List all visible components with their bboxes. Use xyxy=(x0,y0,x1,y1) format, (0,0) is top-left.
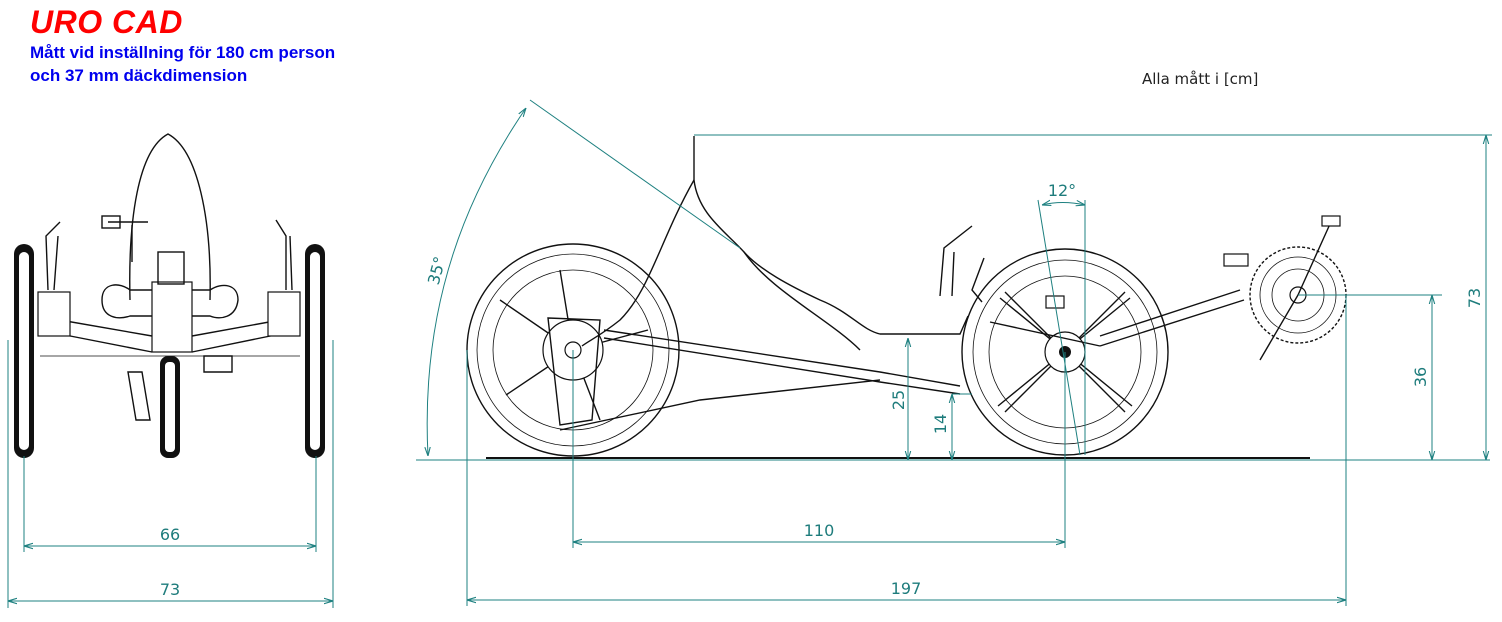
steering-angle-label: 12° xyxy=(1048,181,1076,200)
seat-base xyxy=(101,284,239,319)
overall-width-label: 73 xyxy=(160,580,180,599)
front-handlebar xyxy=(108,221,148,262)
seat-height-label: 25 xyxy=(889,390,908,410)
left-cross-member xyxy=(59,319,153,353)
units-note: Alla mått i [cm] xyxy=(1142,70,1259,88)
seat-mesh-line xyxy=(743,251,861,351)
right-kingpin xyxy=(267,291,301,337)
rear-derailleur xyxy=(547,317,601,426)
boom-tube xyxy=(1099,289,1245,347)
main-tube-upper xyxy=(603,329,961,387)
front-derailleur xyxy=(1223,253,1249,267)
subtitle-line-2: och 37 mm däckdimension xyxy=(30,66,248,85)
crank-arms xyxy=(1259,223,1331,361)
brake-caliper-front-view xyxy=(203,355,233,373)
brake-lever xyxy=(971,257,985,303)
pedal-top xyxy=(1321,215,1341,227)
left-steer-arm xyxy=(45,221,61,291)
chain-return xyxy=(559,379,881,431)
main-tube-lower xyxy=(603,337,961,395)
track-width-label: 66 xyxy=(160,525,180,544)
side-view: 73 36 25 14 12° 35° 110 197 xyxy=(416,99,1492,606)
left-kingpin xyxy=(37,291,71,337)
cross-tube xyxy=(989,321,1101,347)
crankset xyxy=(1223,215,1347,361)
overall-height-label: 73 xyxy=(1465,288,1484,308)
seat-angle-label: 35° xyxy=(424,254,450,286)
center-frame xyxy=(151,281,193,353)
handlebar xyxy=(939,225,973,297)
overall-length-label: 197 xyxy=(891,579,922,598)
wheelbase-label: 110 xyxy=(804,521,835,540)
right-cross-member xyxy=(191,319,281,353)
seat-profile xyxy=(693,136,969,335)
derailleur-front-view xyxy=(127,371,151,421)
front-view: 66 73 xyxy=(7,133,334,608)
seat-angle-arc xyxy=(427,108,526,456)
clearance-label: 14 xyxy=(931,414,950,434)
subtitle-line-1: Mått vid inställning för 180 cm person xyxy=(30,43,336,62)
seat-underside xyxy=(581,179,695,347)
bb-height-label: 36 xyxy=(1411,367,1430,387)
headset xyxy=(157,251,185,285)
steering-angle-arc xyxy=(1042,203,1085,206)
brand-title: URO CAD xyxy=(30,4,183,40)
seat-back-outline xyxy=(129,133,211,301)
pedal-left-front xyxy=(101,215,121,229)
right-steer-arm xyxy=(275,219,293,291)
